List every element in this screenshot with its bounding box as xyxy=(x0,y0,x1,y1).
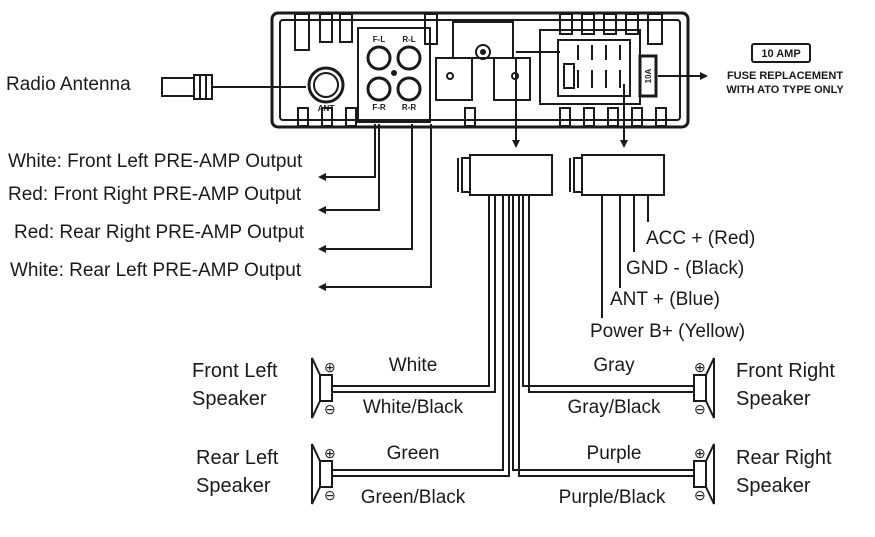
chassis-top-tabs xyxy=(294,13,663,51)
speaker-rear-left: Rear Left Speaker ⊕ ⊖ Green Green/Black xyxy=(196,443,466,508)
rear-left-speaker-line1: Rear Left xyxy=(196,447,279,469)
rca-rl-label: R-L xyxy=(402,35,415,44)
chassis-bottom-tabs xyxy=(297,107,667,127)
front-right-speaker-line2: Speaker xyxy=(736,388,811,410)
antenna-jack: ANT xyxy=(307,66,345,113)
speaker-wires-left xyxy=(332,195,510,477)
speaker-front-left: Front Left Speaker ⊕ ⊖ White White/Black xyxy=(192,355,464,419)
rear-right-neg-wire: Purple/Black xyxy=(559,487,666,508)
rear-left-plus-icon: ⊕ xyxy=(324,445,336,461)
preamp-label-front-left: White: Front Left PRE-AMP Output xyxy=(8,151,303,172)
speaker-wires-right xyxy=(512,195,694,477)
front-left-minus-icon: ⊖ xyxy=(324,401,336,417)
rear-right-speaker-icon xyxy=(693,443,715,505)
rear-right-pos-wire: Purple xyxy=(587,443,642,464)
front-right-neg-wire: Gray/Black xyxy=(568,397,661,418)
preamp-label-rear-right: Red: Rear Right PRE-AMP Output xyxy=(14,222,305,243)
power-gnd-label: GND - (Black) xyxy=(626,258,744,279)
head-unit: ANT F-L R-L F-R R-R xyxy=(270,11,690,129)
front-left-speaker-line2: Speaker xyxy=(192,388,267,410)
power-harness-plug xyxy=(569,154,665,196)
preamp-label-front-right: Red: Front Right PRE-AMP Output xyxy=(8,184,302,205)
rear-left-speaker-line2: Speaker xyxy=(196,475,271,497)
front-left-speaker-line1: Front Left xyxy=(192,360,278,382)
rear-right-speaker-line1: Rear Right xyxy=(736,447,832,469)
speaker-front-right: ⊕ ⊖ Front Right Speaker Gray Gray/Black xyxy=(568,355,835,419)
preamp-label-rear-left: White: Rear Left PRE-AMP Output xyxy=(10,260,302,281)
front-left-plus-icon: ⊕ xyxy=(324,359,336,375)
radio-antenna-plug: Radio Antenna xyxy=(6,74,306,100)
front-right-minus-icon: ⊖ xyxy=(694,401,706,417)
fuse-note-line2: WITH ATO TYPE ONLY xyxy=(726,84,844,96)
fuse-callout: 10 AMP FUSE REPLACEMENT WITH ATO TYPE ON… xyxy=(658,43,844,96)
fuse-chip-label: 10A xyxy=(644,68,653,83)
front-right-speaker-icon xyxy=(693,357,715,419)
speaker-rear-right: ⊕ ⊖ Rear Right Speaker Purple Purple/Bla… xyxy=(559,443,832,508)
rear-left-neg-wire: Green/Black xyxy=(361,487,466,508)
power-acc-label: ACC + (Red) xyxy=(646,228,755,249)
front-right-pos-wire: Gray xyxy=(593,355,635,376)
fuse-rating: 10 AMP xyxy=(761,48,800,60)
rca-fr-label: F-R xyxy=(372,103,386,112)
speaker-harness-socket xyxy=(435,21,531,101)
power-ant-label: ANT + (Blue) xyxy=(610,289,720,310)
speaker-harness-plug xyxy=(457,154,553,196)
front-left-pos-wire: White xyxy=(389,355,438,376)
rear-right-minus-icon: ⊖ xyxy=(694,487,706,503)
front-left-neg-wire: White/Black xyxy=(363,397,464,418)
rear-left-minus-icon: ⊖ xyxy=(324,487,336,503)
rca-block: F-L R-L F-R R-R xyxy=(357,27,431,123)
fuse: 10A xyxy=(638,54,658,98)
rca-rr-label: R-R xyxy=(402,103,416,112)
rear-left-pos-wire: Green xyxy=(387,443,440,464)
antenna-jack-label: ANT xyxy=(318,104,335,113)
front-right-plus-icon: ⊕ xyxy=(694,359,706,375)
radio-antenna-label: Radio Antenna xyxy=(6,74,131,95)
rear-right-plus-icon: ⊕ xyxy=(694,445,706,461)
power-bplus-label: Power B+ (Yellow) xyxy=(590,321,745,342)
front-left-speaker-icon xyxy=(311,357,333,419)
power-wires: ACC + (Red) GND - (Black) ANT + (Blue) P… xyxy=(590,195,755,342)
rear-left-speaker-icon xyxy=(311,443,333,505)
rca-fl-label: F-L xyxy=(373,35,386,44)
preamp-outputs: White: Front Left PRE-AMP Output Red: Fr… xyxy=(8,124,432,291)
rear-right-speaker-line2: Speaker xyxy=(736,475,811,497)
front-right-speaker-line1: Front Right xyxy=(736,360,835,382)
fuse-note-line1: FUSE REPLACEMENT xyxy=(727,70,843,82)
